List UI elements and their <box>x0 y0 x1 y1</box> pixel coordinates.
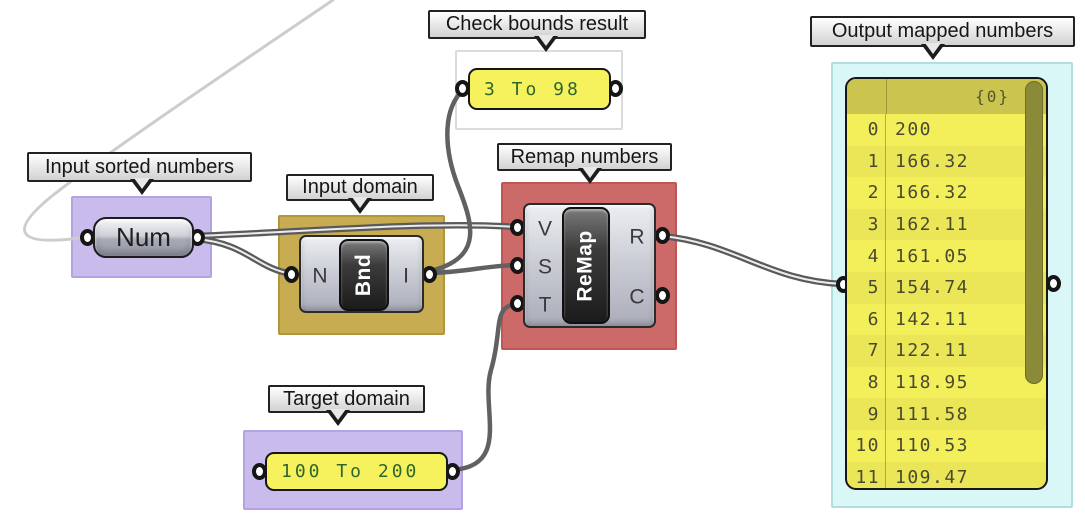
callout-remap[interactable]: Remap numbers <box>497 143 672 171</box>
remap-output-r-label: R <box>629 225 645 249</box>
bounds-i-port[interactable] <box>422 266 437 283</box>
output-panel-header-index-cell <box>847 79 887 114</box>
bounds-n-port[interactable] <box>284 266 299 283</box>
callout-input-domain-text: Input domain <box>302 176 418 198</box>
callout-remap-text: Remap numbers <box>510 145 659 168</box>
output-panel-path-badge: {0} <box>975 87 1010 106</box>
remap-c-port[interactable] <box>655 287 670 304</box>
callout-check-bounds[interactable]: Check bounds result <box>428 10 646 39</box>
bounds-component[interactable]: N I Bnd <box>299 235 424 313</box>
target-domain-panel[interactable]: 100 To 200 <box>265 452 448 491</box>
remap-s-port[interactable] <box>510 257 525 274</box>
bounds-input-n-label: N <box>312 264 328 288</box>
remap-input-v-label: V <box>537 217 553 241</box>
callout-output-text: Output mapped numbers <box>831 20 1054 42</box>
bounds-name-capsule[interactable]: Bnd <box>339 239 389 311</box>
remap-input-t-label: T <box>538 293 552 317</box>
wire-target-panel-to-remap-t[interactable] <box>449 301 520 473</box>
callout-input-numbers[interactable]: Input sorted numbers <box>27 152 252 182</box>
wire-bounds-i-to-remap-s[interactable] <box>427 262 520 276</box>
callout-target-domain-text: Target domain <box>283 387 410 410</box>
callout-target-domain[interactable]: Target domain <box>268 385 425 413</box>
remap-name-text: ReMap <box>574 229 598 302</box>
number-component-label: Num <box>116 222 171 252</box>
remap-t-port[interactable] <box>510 295 525 312</box>
remap-input-s-label: S <box>537 255 553 279</box>
target-panel-input-port[interactable] <box>252 463 267 480</box>
wire-bounds-i-to-check-panel[interactable] <box>427 87 473 274</box>
check-panel-output-port[interactable] <box>608 80 623 97</box>
check-panel-input-port[interactable] <box>455 80 470 97</box>
target-panel-output-port[interactable] <box>445 463 460 480</box>
check-bounds-panel[interactable]: 3 To 98 <box>468 68 611 110</box>
check-bounds-value: 3 To 98 <box>484 78 581 100</box>
bounds-name-text: Bnd <box>351 253 375 297</box>
callout-input-domain[interactable]: Input domain <box>286 174 434 201</box>
remap-name-capsule[interactable]: ReMap <box>562 207 610 324</box>
number-component[interactable]: Num <box>93 217 194 258</box>
wire-num-to-bounds-n[interactable] <box>193 235 296 278</box>
callout-input-numbers-text: Input sorted numbers <box>45 155 234 178</box>
remap-v-port[interactable] <box>510 219 525 236</box>
num-input-port[interactable] <box>80 229 95 246</box>
remap-output-c-label: C <box>629 285 645 309</box>
output-panel-output-port[interactable] <box>1046 275 1061 292</box>
callout-check-bounds-text: Check bounds result <box>445 13 629 35</box>
output-panel-header: {0} <box>847 79 1046 114</box>
wire-offscreen-to-num[interactable] <box>23 0 335 242</box>
wire-num-to-remap-v[interactable] <box>193 222 521 240</box>
output-panel-scrollbar-thumb[interactable] <box>1025 81 1043 384</box>
bounds-output-i-label: I <box>403 264 409 288</box>
target-domain-value: 100 To 200 <box>281 461 420 482</box>
callout-output[interactable]: Output mapped numbers <box>810 16 1075 47</box>
wire-remap-r-to-output-panel[interactable] <box>658 232 847 288</box>
remap-component[interactable]: V S T R C ReMap <box>523 203 656 328</box>
remap-r-port[interactable] <box>655 227 670 244</box>
